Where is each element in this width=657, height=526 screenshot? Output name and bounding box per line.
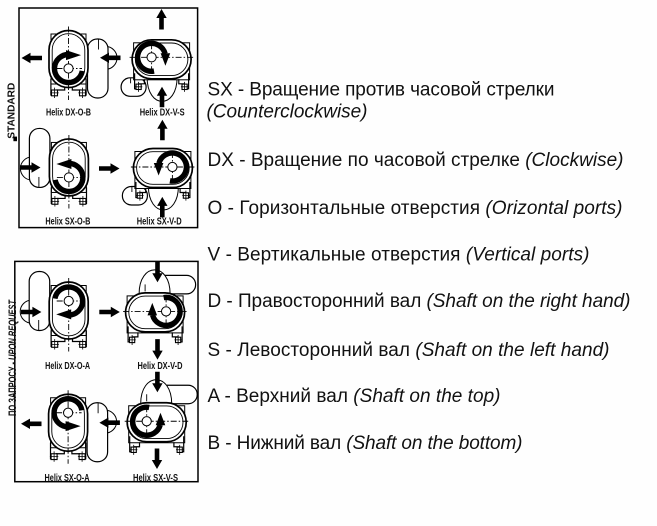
svg-text:STANDARD: STANDARD <box>5 82 17 138</box>
svg-text:A - Верхний вал (Shaft on the: A - Верхний вал (Shaft on the top) <box>208 386 501 407</box>
svg-text:D - Правосторонний вал (Shaft: D - Правосторонний вал (Shaft on the rig… <box>208 291 631 312</box>
svg-text:Helix SX-V-S: Helix SX-V-S <box>133 473 178 484</box>
svg-text:Helix SX-O-A: Helix SX-O-A <box>45 473 90 484</box>
svg-text:Helix DX-O-A: Helix DX-O-A <box>45 361 90 372</box>
svg-text:Helix DX-V-S: Helix DX-V-S <box>140 107 185 118</box>
svg-text:O - Горизонтальные отверстия (: O - Горизонтальные отверстия (Orizontal … <box>208 198 623 219</box>
svg-text:ПО ЗАПРОСУ - UPON REQUEST: ПО ЗАПРОСУ - UPON REQUEST <box>7 299 19 416</box>
svg-text:V - Вертикальные отверстия (Ve: V - Вертикальные отверстия (Vertical por… <box>208 245 590 266</box>
svg-text:B - Нижний вал (Shaft on the b: B - Нижний вал (Shaft on the bottom) <box>208 433 523 454</box>
svg-text:S - Левосторонний вал (Shaft o: S - Левосторонний вал (Shaft on the left… <box>208 340 610 361</box>
svg-text:(Counterclockwise): (Counterclockwise) <box>207 101 368 122</box>
svg-text:Helix DX-O-B: Helix DX-O-B <box>46 107 91 118</box>
svg-text:Helix SX-O-B: Helix SX-O-B <box>45 217 90 228</box>
svg-text:SX - Вращение против часовой с: SX - Вращение против часовой стрелки <box>208 80 555 101</box>
svg-text:Helix DX-V-D: Helix DX-V-D <box>138 361 183 372</box>
svg-text:Helix SX-V-D: Helix SX-V-D <box>137 217 182 228</box>
svg-text:DX - Вращение по часовой стрел: DX - Вращение по часовой стрелке (Clockw… <box>208 150 624 171</box>
